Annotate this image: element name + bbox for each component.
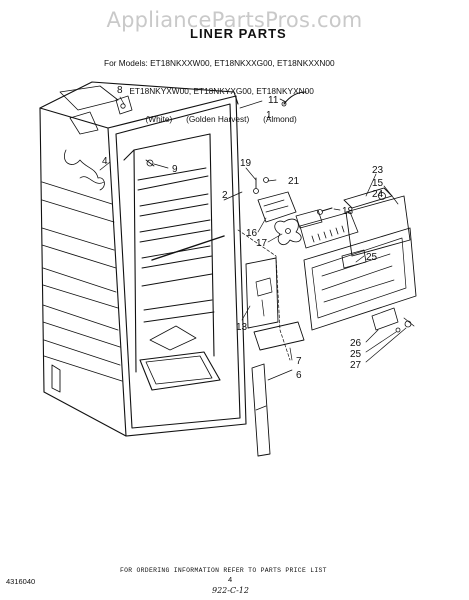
callout-labels: 11 1 8 4 9 2 19 21 18 16 17 13 23 15 24 …	[102, 85, 384, 381]
callout-24: 24	[372, 189, 384, 200]
callout-4: 4	[102, 156, 108, 167]
callout-9: 9	[172, 164, 178, 175]
watermark: AppliancePartsPros.com	[106, 8, 363, 32]
wire-part	[281, 91, 307, 107]
rear-cover	[303, 227, 417, 333]
callout-18: 18	[342, 206, 354, 217]
callout-16: 16	[246, 228, 258, 239]
callout-21: 21	[288, 176, 300, 187]
callout-6: 6	[296, 370, 302, 381]
callout-2: 2	[222, 190, 228, 201]
models-prefix: For Models:	[104, 58, 148, 69]
callout-7: 7	[296, 356, 302, 367]
callout-25-upper: 25	[366, 252, 378, 263]
model-number: ET18NKXXN00	[276, 58, 335, 69]
callout-23: 23	[372, 165, 384, 176]
color-label: (Golden Harvest)	[186, 113, 250, 124]
model-row-colors: (White) (Golden Harvest) (Almond)	[104, 113, 335, 124]
document-id: 4316040	[6, 577, 36, 586]
page-number: 4	[228, 575, 233, 584]
baffle-plate-lower	[251, 363, 271, 457]
callout-8: 8	[117, 85, 123, 96]
callout-1: 1	[266, 110, 272, 121]
model-number: ET18NKXXG00,	[214, 58, 275, 69]
callout-15: 15	[372, 178, 384, 189]
model-number: ET18NKXXW00,	[150, 58, 212, 69]
air-duct	[245, 257, 279, 329]
color-label: (Almond)	[263, 113, 297, 124]
control-assembly	[253, 177, 333, 246]
callout-19: 19	[240, 158, 252, 169]
callout-26: 26	[350, 338, 362, 349]
model-row-1: For Models: ET18NKXXW00, ET18NKXXG00, ET…	[104, 59, 335, 68]
model-number: ET18NKYXW00,	[129, 86, 192, 97]
ordering-note: FOR ORDERING INFORMATION REFER TO PARTS …	[120, 567, 327, 574]
callout-11: 11	[268, 95, 279, 106]
model-number: ET18NKYXN00	[256, 86, 314, 97]
handwritten-note: 922-C-12	[212, 586, 249, 595]
callout-25-lower: 25	[350, 349, 362, 360]
callout-27: 27	[350, 360, 362, 371]
cabinet-liner	[39, 81, 247, 437]
callout-17: 17	[256, 238, 268, 249]
page-title: LINER PARTS	[190, 26, 287, 41]
baffle-plate-upper	[253, 321, 305, 351]
color-label: (White)	[145, 113, 173, 124]
callout-13: 13	[236, 322, 248, 333]
